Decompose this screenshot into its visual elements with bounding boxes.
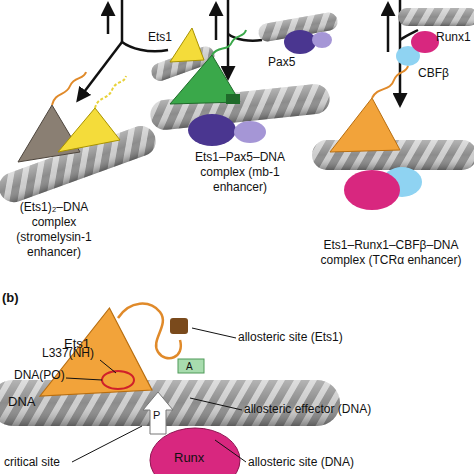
dna-shading — [149, 44, 217, 83]
ets1-protein — [18, 105, 80, 162]
pax5-protein — [312, 32, 332, 48]
complex-caption: (Ets1)₂–DNA complex (stromelysin-1 enhan… — [8, 200, 100, 260]
runx-protein: Runx — [150, 428, 240, 474]
pointer-arrow — [143, 392, 173, 434]
runx1-protein — [411, 31, 439, 53]
dna-shading — [149, 83, 331, 132]
pathway-line — [121, 0, 124, 42]
contact-ring — [102, 371, 134, 389]
marker-letter: A — [186, 359, 193, 374]
ets1-protein — [170, 55, 240, 104]
pax5-protein — [284, 30, 316, 54]
equilibrium-arrow — [227, 38, 230, 78]
runx1-protein — [344, 170, 400, 210]
complex-caption: Ets1–Pax5–DNA complex (mb-1 enhancer) — [180, 150, 300, 195]
callout-text: critical site — [4, 455, 60, 470]
dna-helix — [149, 44, 217, 83]
leader-line — [215, 440, 246, 462]
protein-name: Runx1 — [436, 30, 471, 45]
dna-helix — [398, 8, 474, 26]
pathway-line — [227, 0, 230, 38]
pathway-line — [399, 0, 402, 40]
autoinhibitory-loop — [52, 72, 86, 105]
dna-shading — [398, 8, 474, 26]
cbfb-protein — [396, 46, 420, 66]
ets1-protein — [170, 28, 204, 62]
equilibrium-arrow — [399, 40, 402, 105]
dna-shading — [257, 11, 339, 43]
autoinhibitory-loop — [118, 304, 181, 359]
allosteric-site-marker — [170, 318, 188, 334]
complex-caption: Ets1–Runx1–CBFβ–DNA complex (TCRα enhanc… — [316, 238, 466, 268]
dna-shading — [312, 140, 474, 170]
equilibrium-arrow — [215, 4, 218, 40]
autoinhibitory-loop — [212, 30, 246, 55]
dna-shading — [0, 122, 160, 207]
equilibrium-arrow — [78, 42, 122, 100]
dna-helix — [149, 83, 331, 132]
ets1-domain — [226, 94, 240, 104]
residue-label: L337(NH) — [42, 346, 94, 361]
residue-label: DNA(PO) — [14, 368, 65, 383]
leader-line — [66, 378, 102, 380]
node-label: Runx — [174, 450, 204, 465]
marker-letter: P — [153, 408, 160, 423]
callout-text: allosteric site (Ets1) — [238, 330, 343, 345]
pathway-line — [228, 34, 262, 41]
pax5-protein — [234, 121, 266, 143]
equilibrium-arrow — [107, 4, 110, 34]
autoinhibitory-loop — [372, 66, 408, 98]
leader-line — [72, 426, 142, 462]
node-label: DNA — [8, 394, 35, 409]
panel-letter: (b) — [2, 290, 19, 305]
protein-blob — [150, 428, 240, 474]
protein-name: Ets1 — [148, 30, 172, 45]
cbfb-protein — [382, 167, 422, 197]
leader-line — [190, 398, 242, 410]
protein-name: Pax5 — [268, 55, 295, 70]
helix-marker — [178, 359, 204, 373]
protein-name: CBFβ — [418, 66, 449, 81]
callout-text: allosteric site (DNA) — [248, 455, 354, 470]
ets1-protein — [58, 108, 120, 152]
leader-line — [192, 328, 236, 338]
dna-helix — [312, 140, 474, 170]
pax5-protein — [188, 114, 236, 146]
autoinhibitory-loop — [95, 76, 126, 108]
equilibrium-arrow — [387, 4, 390, 52]
callout-text: allosteric effector (DNA) — [244, 402, 371, 417]
dna-helix — [257, 11, 339, 43]
protein-triangle — [40, 308, 152, 396]
dna-helix — [0, 122, 160, 207]
leader-line — [100, 360, 116, 373]
pathway-line — [400, 30, 418, 40]
ets1-protein — [330, 98, 400, 152]
